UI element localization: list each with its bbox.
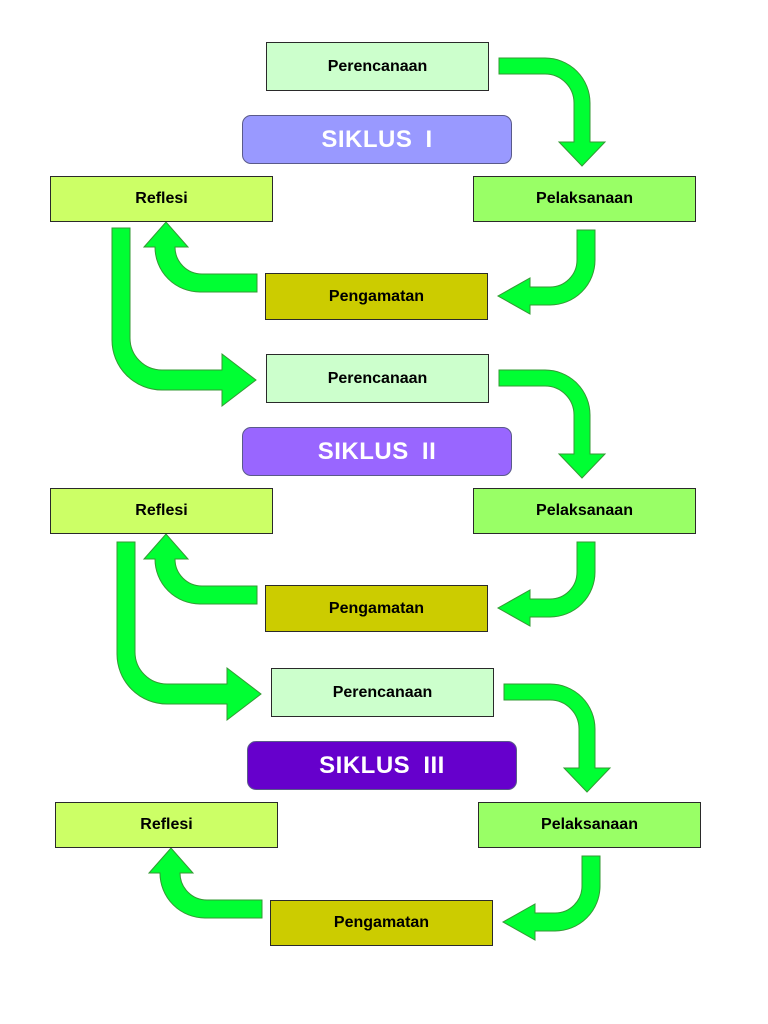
pelaksanaan-box-2: Pelaksanaan	[473, 488, 696, 534]
arrow-pelaksanaan-to-pengamatan-2	[496, 541, 596, 627]
arrow-pengamatan-to-refleksi-3	[147, 847, 263, 919]
siklus-1-label: SIKLUS I	[242, 115, 512, 164]
arrow-pengamatan-to-refleksi-2	[142, 533, 258, 605]
pelaksanaan-box-3: Pelaksanaan	[478, 802, 701, 848]
pengamatan-box-2: Pengamatan	[265, 585, 488, 632]
refleksi-box-1: Reflesi	[50, 176, 273, 222]
arrow-refleksi-2-to-perencanaan-3	[116, 541, 262, 722]
arrow-pelaksanaan-to-pengamatan-1	[496, 229, 596, 315]
refleksi-box-3: Reflesi	[55, 802, 278, 848]
cycle-2-arrows	[142, 369, 607, 627]
arrow-perencanaan-to-pelaksanaan-2	[498, 369, 607, 479]
arrow-pelaksanaan-to-pengamatan-3	[501, 855, 601, 941]
arrow-pengamatan-to-refleksi-1	[142, 221, 258, 293]
refleksi-box-2: Reflesi	[50, 488, 273, 534]
perencanaan-box-2: Perencanaan	[266, 354, 489, 403]
pelaksanaan-box-1: Pelaksanaan	[473, 176, 696, 222]
pengamatan-box-3: Pengamatan	[270, 900, 493, 946]
cycle-1-arrows	[142, 57, 607, 315]
perencanaan-box-3: Perencanaan	[271, 668, 494, 717]
arrow-perencanaan-to-pelaksanaan-3	[503, 683, 612, 793]
siklus-2-label: SIKLUS II	[242, 427, 512, 476]
pengamatan-box-1: Pengamatan	[265, 273, 488, 320]
perencanaan-box-1: Perencanaan	[266, 42, 489, 91]
arrow-perencanaan-to-pelaksanaan-1	[498, 57, 607, 167]
cycle-3-arrows	[147, 683, 612, 941]
siklus-3-label: SIKLUS III	[247, 741, 517, 790]
arrow-refleksi-1-to-perencanaan-2	[111, 227, 257, 408]
